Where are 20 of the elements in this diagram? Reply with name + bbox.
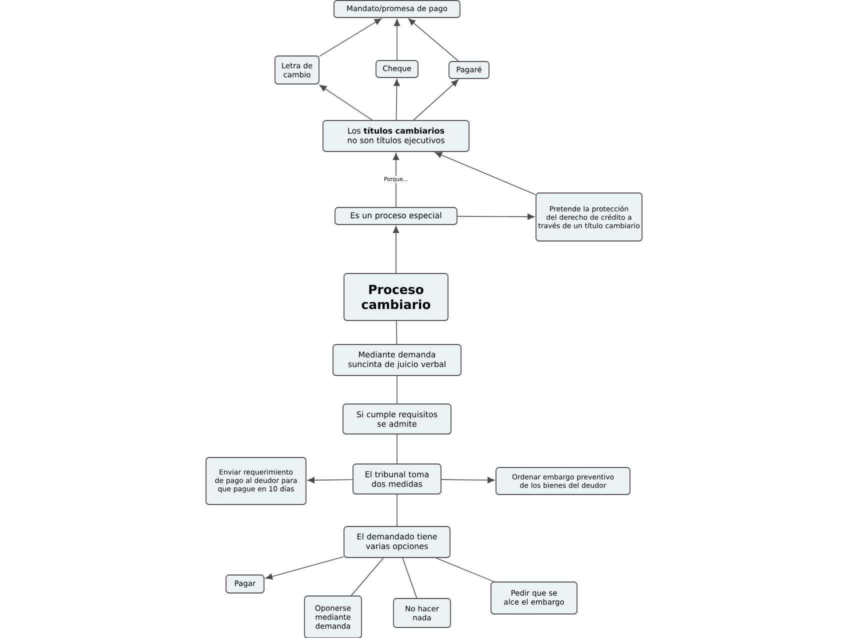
arrow [408,18,459,62]
concept-box: Es un proceso especial [334,207,458,225]
arrow [265,556,344,580]
arrow [319,18,382,57]
concept-box: El tribunal toma dos medidas [352,464,442,494]
arrow [392,226,400,274]
arrow [441,476,495,484]
arrow [394,78,400,120]
arrow [319,84,372,120]
arrow [457,214,535,220]
concept-box: Proceso cambiario [344,273,448,321]
arrow [307,477,353,484]
arrow [394,18,400,60]
concept-box: Los títulos cambiarios no son títulos ejecutivos [322,120,470,152]
concept-box: Si cumple requisitos se admite [342,404,452,434]
arrow [413,80,458,120]
arrow [434,152,536,196]
concept-box: El demandado tiene varias opciones [344,526,450,558]
concept-box: Mediante demanda suncinta de juicio verbal [332,344,462,376]
arrow [392,152,400,208]
